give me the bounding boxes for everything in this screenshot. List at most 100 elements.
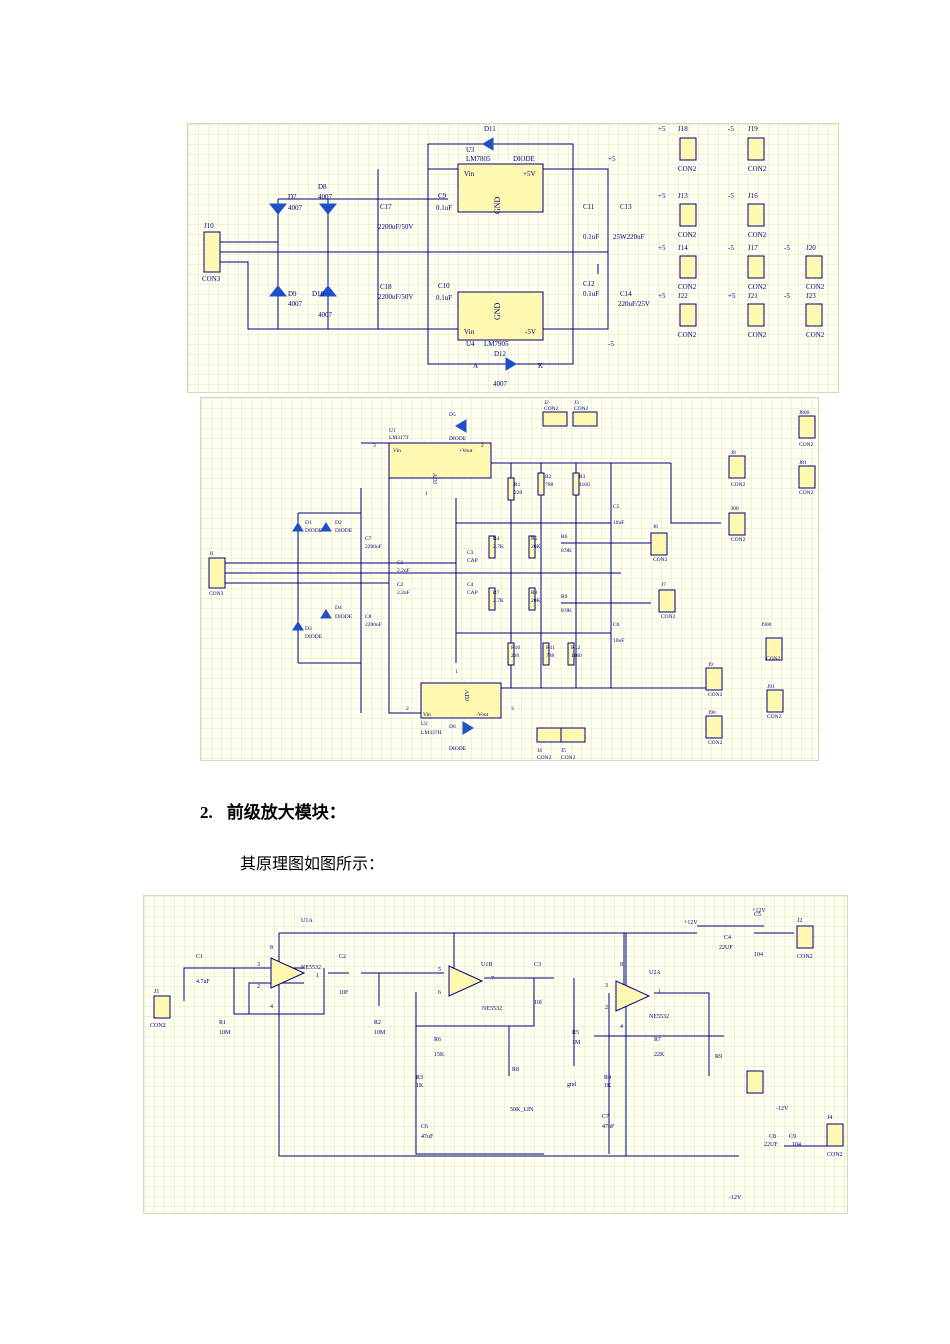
svg-text:1160: 1160 [571,653,582,659]
svg-text:DIODE: DIODE [335,614,353,620]
svg-text:-5: -5 [728,244,734,252]
svg-text:D10: D10 [312,290,325,298]
svg-text:1: 1 [316,973,319,979]
svg-text:CON2: CON2 [748,165,767,173]
svg-text:Vin: Vin [393,448,401,454]
svg-text:+5: +5 [658,192,666,200]
svg-text:J81: J81 [799,460,807,466]
svg-text:LM7805: LM7805 [466,155,491,163]
svg-text:J900: J900 [761,622,772,628]
svg-text:J19: J19 [748,125,758,133]
svg-text:J4: J4 [827,1115,832,1121]
svg-text:DIODE: DIODE [335,528,353,534]
svg-text:-5: -5 [784,292,790,300]
svg-text:U2A: U2A [649,970,661,976]
svg-text:8: 8 [620,962,623,968]
svg-text:C4: C4 [467,582,474,588]
svg-text:-12V: -12V [729,1195,742,1201]
svg-text:J1: J1 [209,551,214,557]
svg-text:J16: J16 [748,192,758,200]
svg-text:+5: +5 [658,292,666,300]
svg-text:4007: 4007 [288,204,303,212]
svg-text:CON2: CON2 [748,231,767,239]
svg-text:R6: R6 [561,534,568,540]
svg-text:DIODE: DIODE [513,155,535,163]
svg-text:1160: 1160 [579,482,590,488]
svg-text:2.7K: 2.7K [493,544,504,550]
svg-text:C17: C17 [380,203,392,211]
svg-text:R5: R5 [531,536,538,542]
svg-text:gnd: gnd [567,1082,576,1088]
svg-text:C5: C5 [613,504,620,510]
svg-text:J2: J2 [544,400,549,406]
svg-text:47uF: 47uF [421,1134,434,1140]
svg-text:788: 788 [545,482,554,488]
svg-text:4.7uF: 4.7uF [196,979,211,985]
svg-text:J23: J23 [806,292,816,300]
svg-text:J800: J800 [799,410,810,416]
svg-text:R8: R8 [531,590,538,596]
svg-text:J8: J8 [731,450,736,456]
svg-text:DIODE: DIODE [449,746,467,752]
svg-text:4: 4 [620,1024,623,1030]
svg-text:CON2: CON2 [678,165,697,173]
svg-text:1K: 1K [416,1083,424,1089]
svg-text:R8: R8 [512,1067,519,1073]
svg-text:-Vout: -Vout [476,712,489,718]
svg-text:2200uF/50V: 2200uF/50V [378,223,413,231]
svg-text:5: 5 [438,967,441,973]
svg-text:U1: U1 [389,428,396,434]
svg-text:3: 3 [373,443,376,449]
svg-text:GND: GND [493,302,502,320]
svg-text:50K_LIN: 50K_LIN [510,1107,534,1113]
svg-text:2200uF/50V: 2200uF/50V [378,293,413,301]
svg-text:CON2: CON2 [731,537,746,543]
svg-text:CON2: CON2 [748,331,767,339]
svg-text:10uF: 10uF [613,638,624,644]
svg-text:CON2: CON2 [767,714,782,720]
svg-text:25W220uF: 25W220uF [613,233,645,241]
svg-text:J7: J7 [661,582,666,588]
svg-text:CON2: CON2 [537,755,552,760]
svg-text:Vin: Vin [464,328,475,336]
svg-text:0.1uF: 0.1uF [583,233,599,241]
svg-text:J90: J90 [708,710,716,716]
svg-text:2.2uF: 2.2uF [397,590,410,596]
svg-text:R3: R3 [579,474,586,480]
svg-text:J14: J14 [678,244,688,252]
svg-text:J22: J22 [678,292,688,300]
svg-text:C2: C2 [397,582,404,588]
svg-text:R10: R10 [511,645,520,651]
svg-text:J2: J2 [797,918,802,924]
svg-text:D8: D8 [318,183,327,191]
svg-text:C7: C7 [602,1114,609,1120]
svg-text:15K: 15K [434,1052,445,1058]
svg-text:788: 788 [546,653,555,659]
svg-text:CON2: CON2 [827,1152,843,1158]
svg-text:J5: J5 [561,748,566,754]
svg-text:R2: R2 [545,474,552,480]
svg-text:C6: C6 [613,622,620,628]
svg-text:R12: R12 [571,645,580,651]
svg-text:C12: C12 [583,280,595,288]
svg-text:C13: C13 [620,203,632,211]
svg-text:2200uF: 2200uF [365,544,382,550]
svg-text:CON2: CON2 [748,283,767,291]
svg-text:J6: J6 [653,524,658,530]
svg-text:2: 2 [481,443,484,449]
svg-text:1: 1 [425,491,428,497]
svg-text:C1: C1 [196,954,203,960]
svg-text:ADJ: ADJ [431,473,437,485]
svg-text:D11: D11 [484,125,496,133]
svg-text:-12V: -12V [776,1106,789,1112]
svg-text:CON3: CON3 [202,275,221,283]
svg-text:0.1uF: 0.1uF [436,294,452,302]
svg-text:+5: +5 [728,292,736,300]
svg-text:2: 2 [257,984,260,990]
svg-text:C14: C14 [620,290,632,298]
svg-text:10f: 10f [534,999,542,1006]
svg-text:1: 1 [658,989,661,995]
section-title: 前级放大模块： [226,803,346,823]
svg-text:CAP: CAP [467,590,478,596]
